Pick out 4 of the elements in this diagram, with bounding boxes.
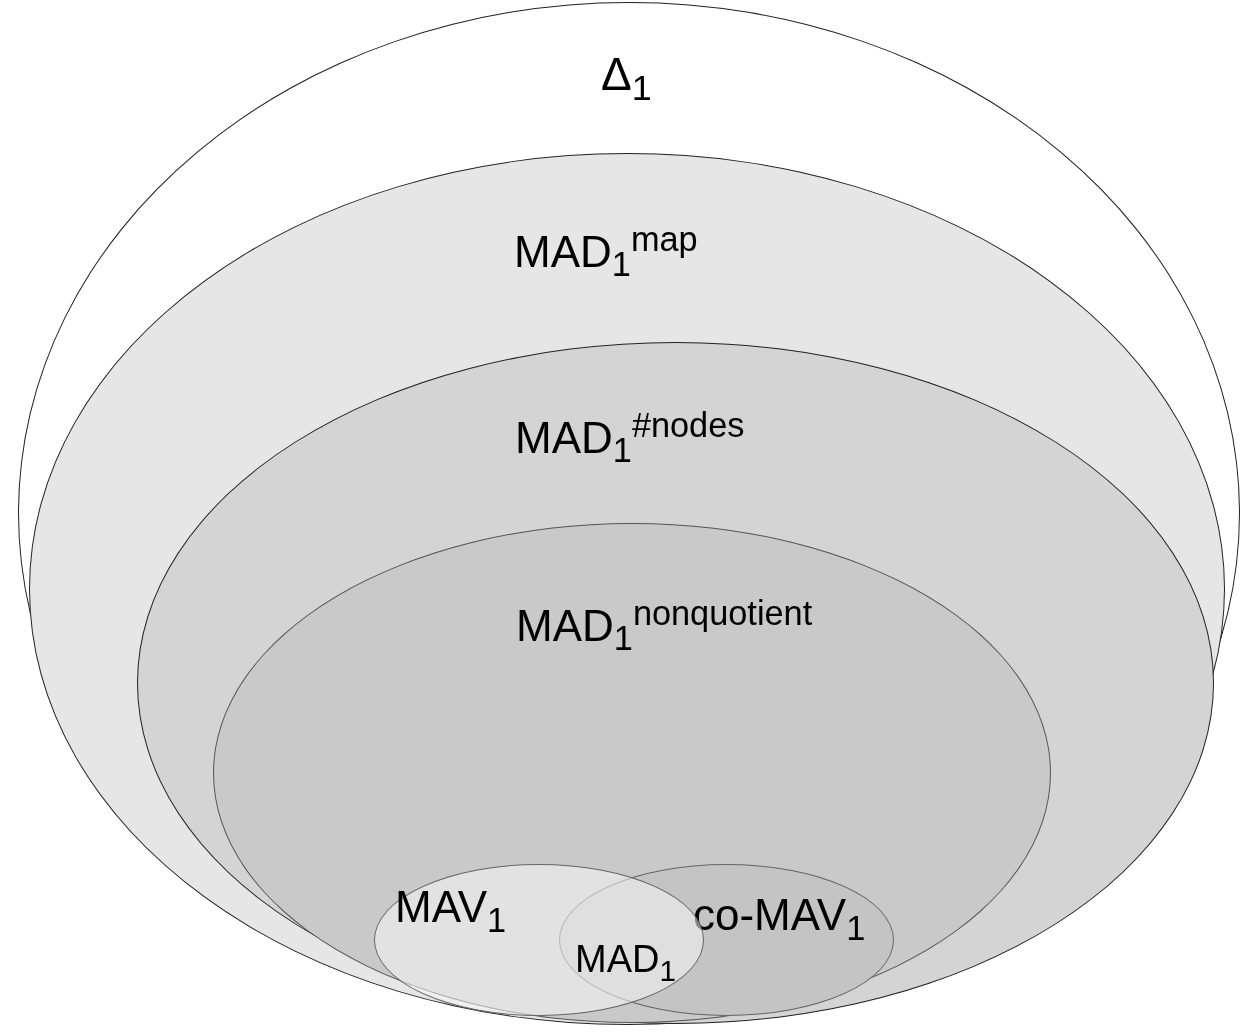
set-label: MAV$_{1}$ xyxy=(395,885,507,938)
set-label: co-MAV$_{1}$ xyxy=(693,893,866,946)
set-label: Δ$_{1}$ xyxy=(601,51,652,108)
region-label: MAD$_{1}$ xyxy=(575,940,676,986)
